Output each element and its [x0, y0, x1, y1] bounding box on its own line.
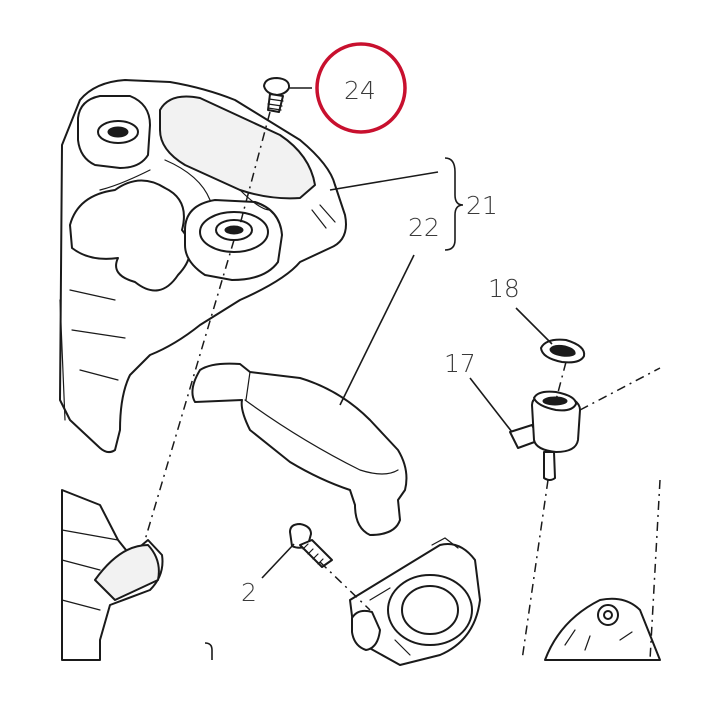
axis-cover-nozzle [144, 239, 235, 541]
leader-17 [469, 377, 513, 433]
rubber-pad-22 [191, 362, 408, 536]
pad-fold [245, 371, 251, 401]
cover-contour-lines [99, 159, 271, 211]
brace-bottom [204, 642, 213, 660]
screw-24 [263, 77, 291, 113]
grommet-18 [540, 338, 586, 364]
upper-boss-hole [107, 126, 129, 138]
bracket-17-pin [543, 451, 556, 481]
throttle-inner [401, 585, 459, 635]
screw-24-thread [267, 98, 284, 111]
bolt-2 [289, 523, 333, 568]
lower-right-part [544, 597, 661, 661]
screw-24-head [263, 77, 291, 96]
leader-2 [261, 543, 295, 579]
pad-body [191, 362, 408, 536]
bracket-17-slot [542, 396, 568, 406]
bracket-17 [509, 390, 581, 481]
axis-17-down [521, 479, 549, 661]
bolt-2-shank [299, 539, 333, 568]
axis-17-right [579, 367, 661, 411]
callout-21: 21 [466, 191, 498, 220]
callout-17: 17 [444, 349, 476, 378]
axis-18 [555, 361, 567, 401]
bolt-2-thread [302, 543, 324, 565]
throttle-details [369, 537, 459, 656]
highlight-circle [315, 42, 407, 134]
lower-left-part [61, 489, 164, 661]
axis-2 [319, 561, 371, 611]
cover-assembly [59, 79, 347, 454]
callout-2: 2 [241, 578, 257, 607]
callout-22: 22 [408, 213, 440, 242]
grommet-18-inner [549, 344, 576, 357]
lower-left-nozzle [94, 544, 160, 601]
axis-lines [144, 111, 661, 661]
brace-21 [444, 157, 464, 251]
throttle-body [349, 537, 481, 666]
leader-18 [515, 307, 553, 345]
lower-boss-hole [224, 225, 244, 235]
lower-right-hole [603, 610, 613, 620]
leader-21 [329, 171, 439, 191]
callout-24: 24 [344, 76, 376, 105]
cover-top-plateau [159, 95, 316, 200]
leader-lines [204, 87, 553, 660]
throttle-lug [351, 609, 381, 651]
cover-edge-ribs [59, 204, 336, 421]
leader-22 [339, 254, 415, 406]
pad-edge [244, 399, 399, 475]
lower-right-details [564, 629, 633, 651]
lower-left-lines [61, 529, 119, 611]
callout-labels: 24 21 22 18 17 2 [241, 76, 520, 607]
callout-18: 18 [488, 274, 520, 303]
axis-right-edge [649, 479, 661, 661]
lower-right-body [544, 597, 661, 661]
